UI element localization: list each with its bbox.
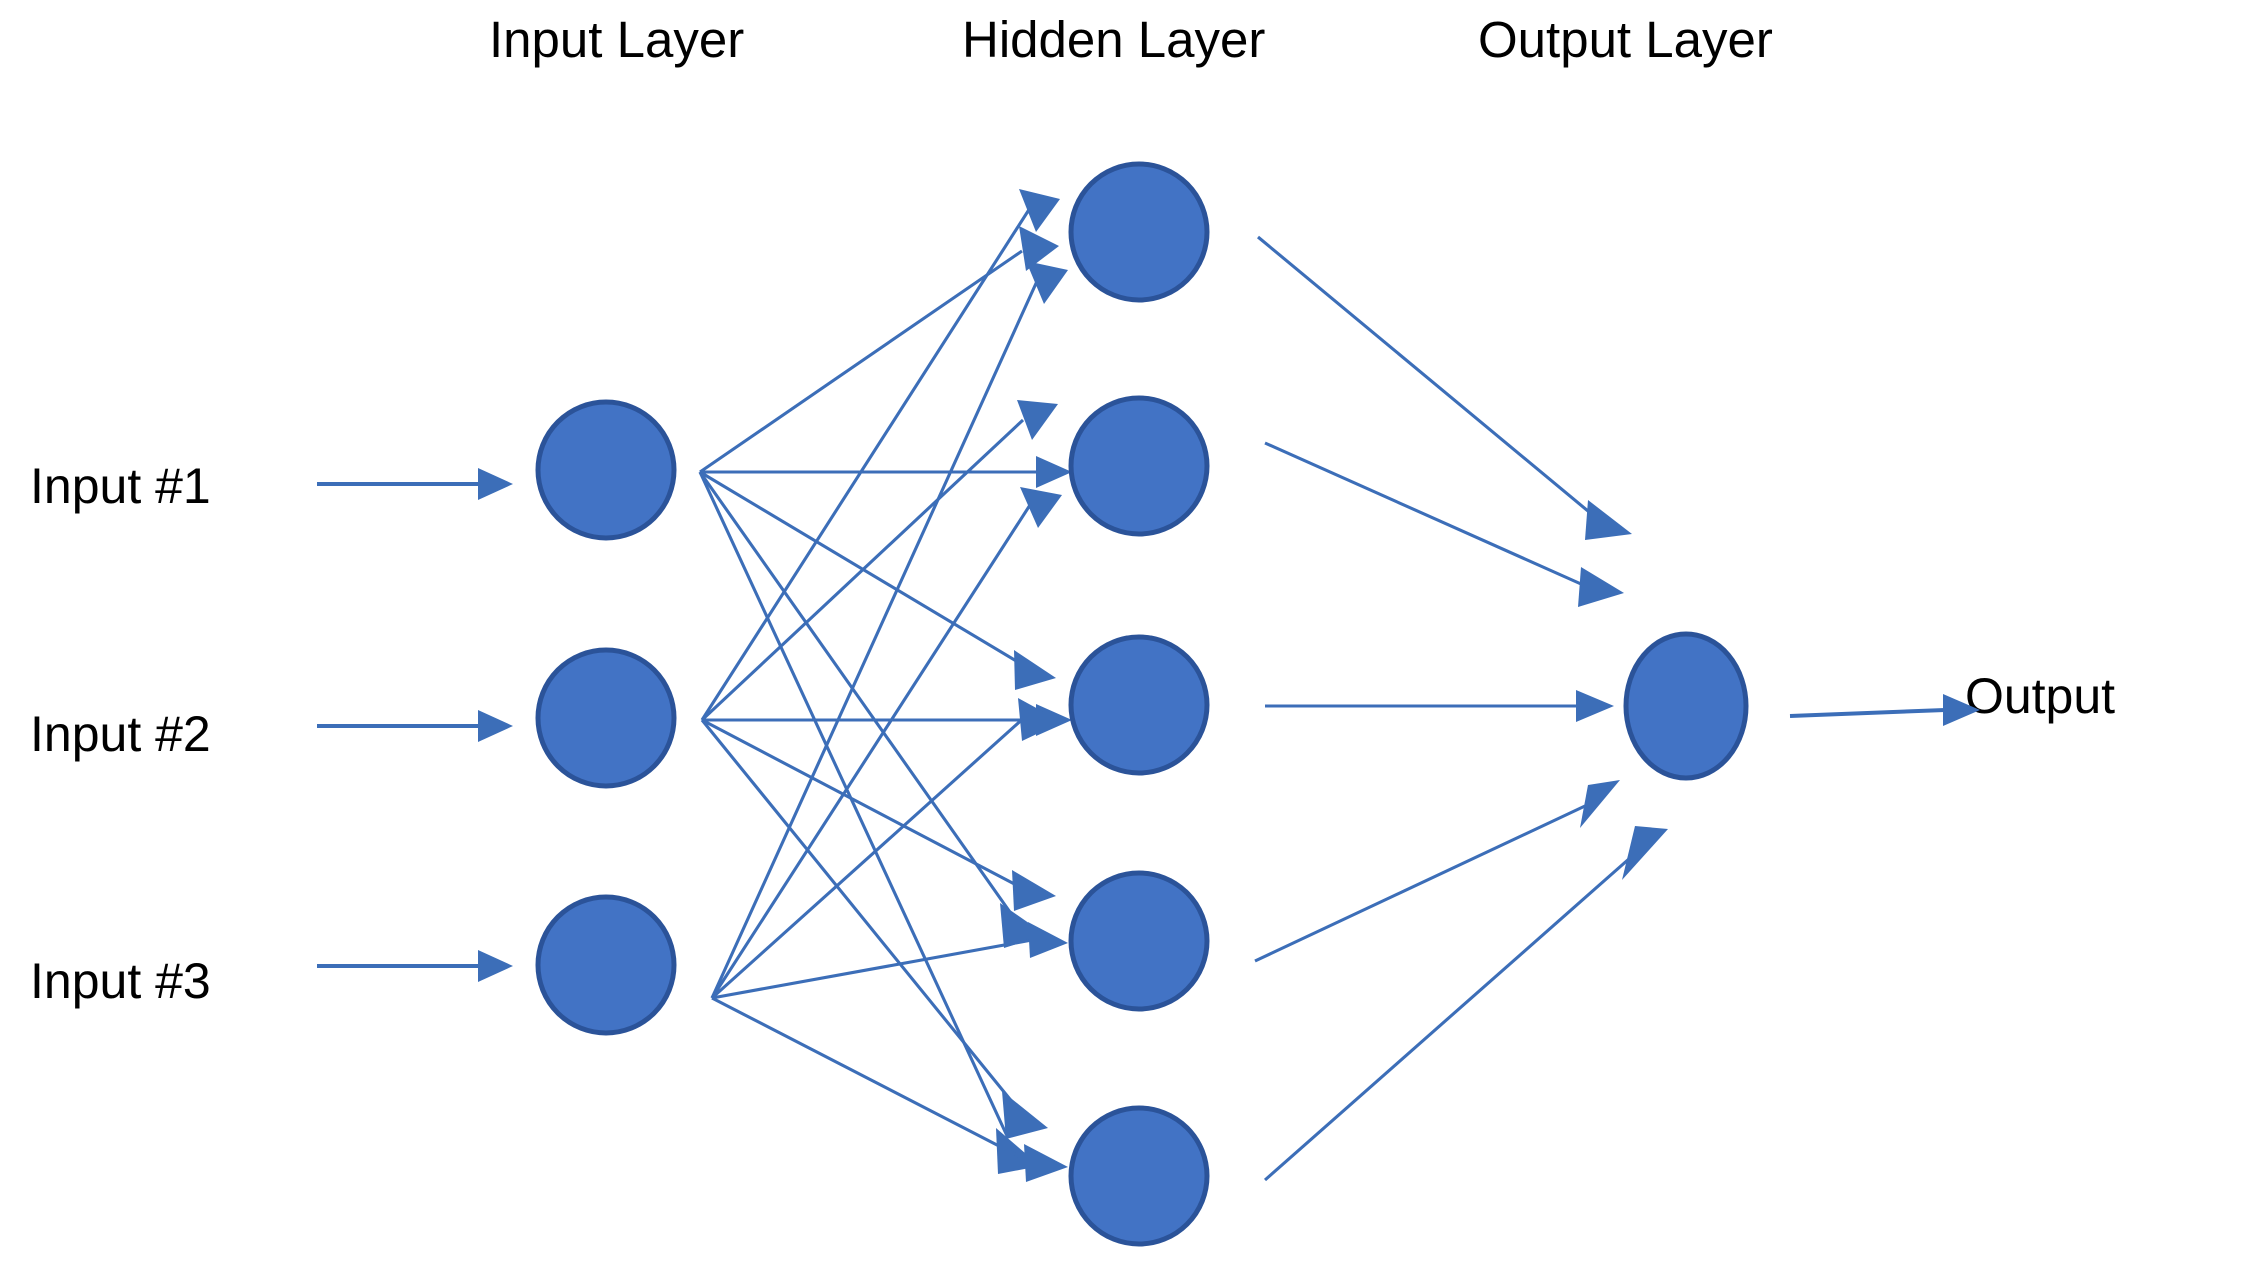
- edge-input3-hidden3: [710, 698, 1062, 1000]
- external-input-arrow-3: [317, 950, 513, 982]
- layer-title-input: Input Layer: [489, 11, 745, 68]
- hidden-node-4[interactable]: [1068, 870, 1210, 1012]
- output-label: Output: [1964, 668, 2116, 724]
- edge-input1-hidden1: [699, 226, 1059, 474]
- edge-input2-hidden4: [701, 718, 1056, 911]
- hidden-node-2[interactable]: [1068, 395, 1210, 537]
- external-output-arrow: [1789, 694, 1980, 726]
- edge-input2-hidden3: [702, 704, 1072, 736]
- hidden-node-3[interactable]: [1068, 634, 1210, 776]
- edge-input2-hidden1: [700, 189, 1060, 721]
- input-node-2[interactable]: [535, 647, 677, 789]
- hidden-node-1[interactable]: [1068, 161, 1210, 303]
- input-layer-nodes: [535, 399, 677, 1036]
- edge-hidden5-output: [1263, 826, 1668, 1182]
- edge-input1-hidden2: [700, 456, 1072, 488]
- layer-title-output: Output Layer: [1478, 11, 1773, 68]
- output-node-1[interactable]: [1623, 631, 1749, 781]
- layer-title-hidden: Hidden Layer: [962, 11, 1266, 68]
- external-input-arrow-1: [317, 468, 513, 500]
- hidden-node-5[interactable]: [1068, 1105, 1210, 1247]
- edge-input1-hidden3: [699, 470, 1056, 690]
- input-node-3[interactable]: [535, 894, 677, 1036]
- input-node-1[interactable]: [535, 399, 677, 541]
- input-label-1: Input #1: [30, 458, 211, 514]
- edge-hidden3-output: [1265, 690, 1614, 722]
- input-label-2: Input #2: [30, 706, 211, 762]
- input-to-hidden-edges: [698, 189, 1072, 1182]
- edge-input1-hidden4: [698, 471, 1046, 948]
- external-input-arrows: [317, 468, 513, 982]
- edge-input2-hidden5: [700, 719, 1048, 1139]
- edge-input3-hidden2: [710, 487, 1062, 999]
- edge-input3-hidden1: [710, 261, 1068, 999]
- edge-input3-hidden5: [711, 996, 1068, 1182]
- edge-input2-hidden2: [700, 400, 1058, 722]
- hidden-to-output-edges: [1254, 235, 1668, 1182]
- output-layer-nodes: [1623, 631, 1749, 781]
- edge-hidden4-output: [1254, 780, 1620, 963]
- edge-input1-hidden5: [698, 471, 1040, 1174]
- hidden-layer-nodes: [1068, 161, 1210, 1247]
- edge-input3-hidden4: [711, 922, 1068, 1000]
- edge-hidden2-output: [1264, 441, 1624, 607]
- external-input-arrow-2: [317, 710, 513, 742]
- edge-hidden1-output: [1257, 235, 1632, 540]
- input-label-3: Input #3: [30, 953, 211, 1009]
